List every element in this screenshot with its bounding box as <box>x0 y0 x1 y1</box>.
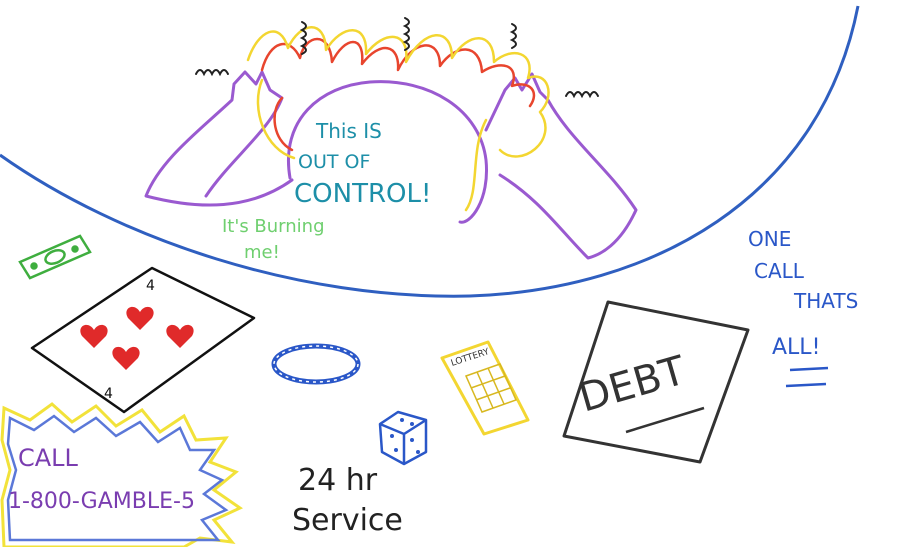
poker-chip <box>271 343 361 385</box>
speech-text: This IS OUT OF CONTROL! <box>294 119 431 209</box>
service-line-1: 24 hr <box>298 463 378 498</box>
badge-inner-zigzag <box>6 414 229 542</box>
stress-squiggles <box>195 17 599 99</box>
flame-yellow <box>246 26 550 158</box>
heart-3 <box>166 324 194 348</box>
heart-1 <box>126 306 154 330</box>
one-call-line-4: ALL! <box>772 335 820 360</box>
heart-4 <box>112 346 140 370</box>
figure-left-arm <box>144 70 294 207</box>
lottery-label: LOTTERY <box>450 347 491 369</box>
heart-2 <box>80 324 108 348</box>
one-call-text: ONE CALL THATS ALL! <box>748 227 858 388</box>
badge-outer-zigzag <box>0 402 244 547</box>
call-badge: CALL 1-800-GAMBLE-5 <box>0 402 244 547</box>
figure-head <box>287 80 489 224</box>
table-edge-arc <box>0 5 860 298</box>
dice <box>378 410 428 466</box>
playing-card: 4 4 <box>30 266 256 414</box>
lottery-ticket: LOTTERY <box>440 340 530 436</box>
burning-line-2: me! <box>244 242 280 263</box>
one-call-line-3: THATS <box>793 289 858 313</box>
speech-line-2: OUT OF <box>298 151 370 173</box>
card-rank-top: 4 <box>146 278 155 294</box>
dollar-bill <box>18 234 92 280</box>
card-rank-bottom: 4 <box>104 386 113 402</box>
burning-line-1: It's Burning <box>222 216 325 237</box>
call-line-2: 1-800-GAMBLE-5 <box>8 489 195 514</box>
flame-red-left <box>273 96 294 152</box>
flames <box>246 26 550 212</box>
speech-line-3: CONTROL! <box>294 179 431 209</box>
debt-sign: DEBT <box>562 300 750 464</box>
one-call-line-2: CALL <box>754 259 805 283</box>
card-hearts <box>80 306 194 370</box>
burning-text: It's Burning me! <box>222 216 325 263</box>
debt-label: DEBT <box>574 347 691 421</box>
service-text: 24 hr Service <box>292 463 403 538</box>
speech-line-1: This IS <box>315 119 382 143</box>
flame-yellow-right <box>464 118 488 212</box>
one-call-line-1: ONE <box>748 227 791 251</box>
distressed-figure <box>144 70 638 260</box>
flame-yellow-left <box>256 78 296 160</box>
flame-red <box>260 37 536 108</box>
call-line-1: CALL <box>18 444 79 472</box>
service-line-2: Service <box>292 503 403 538</box>
figure-right-arm <box>484 72 638 260</box>
